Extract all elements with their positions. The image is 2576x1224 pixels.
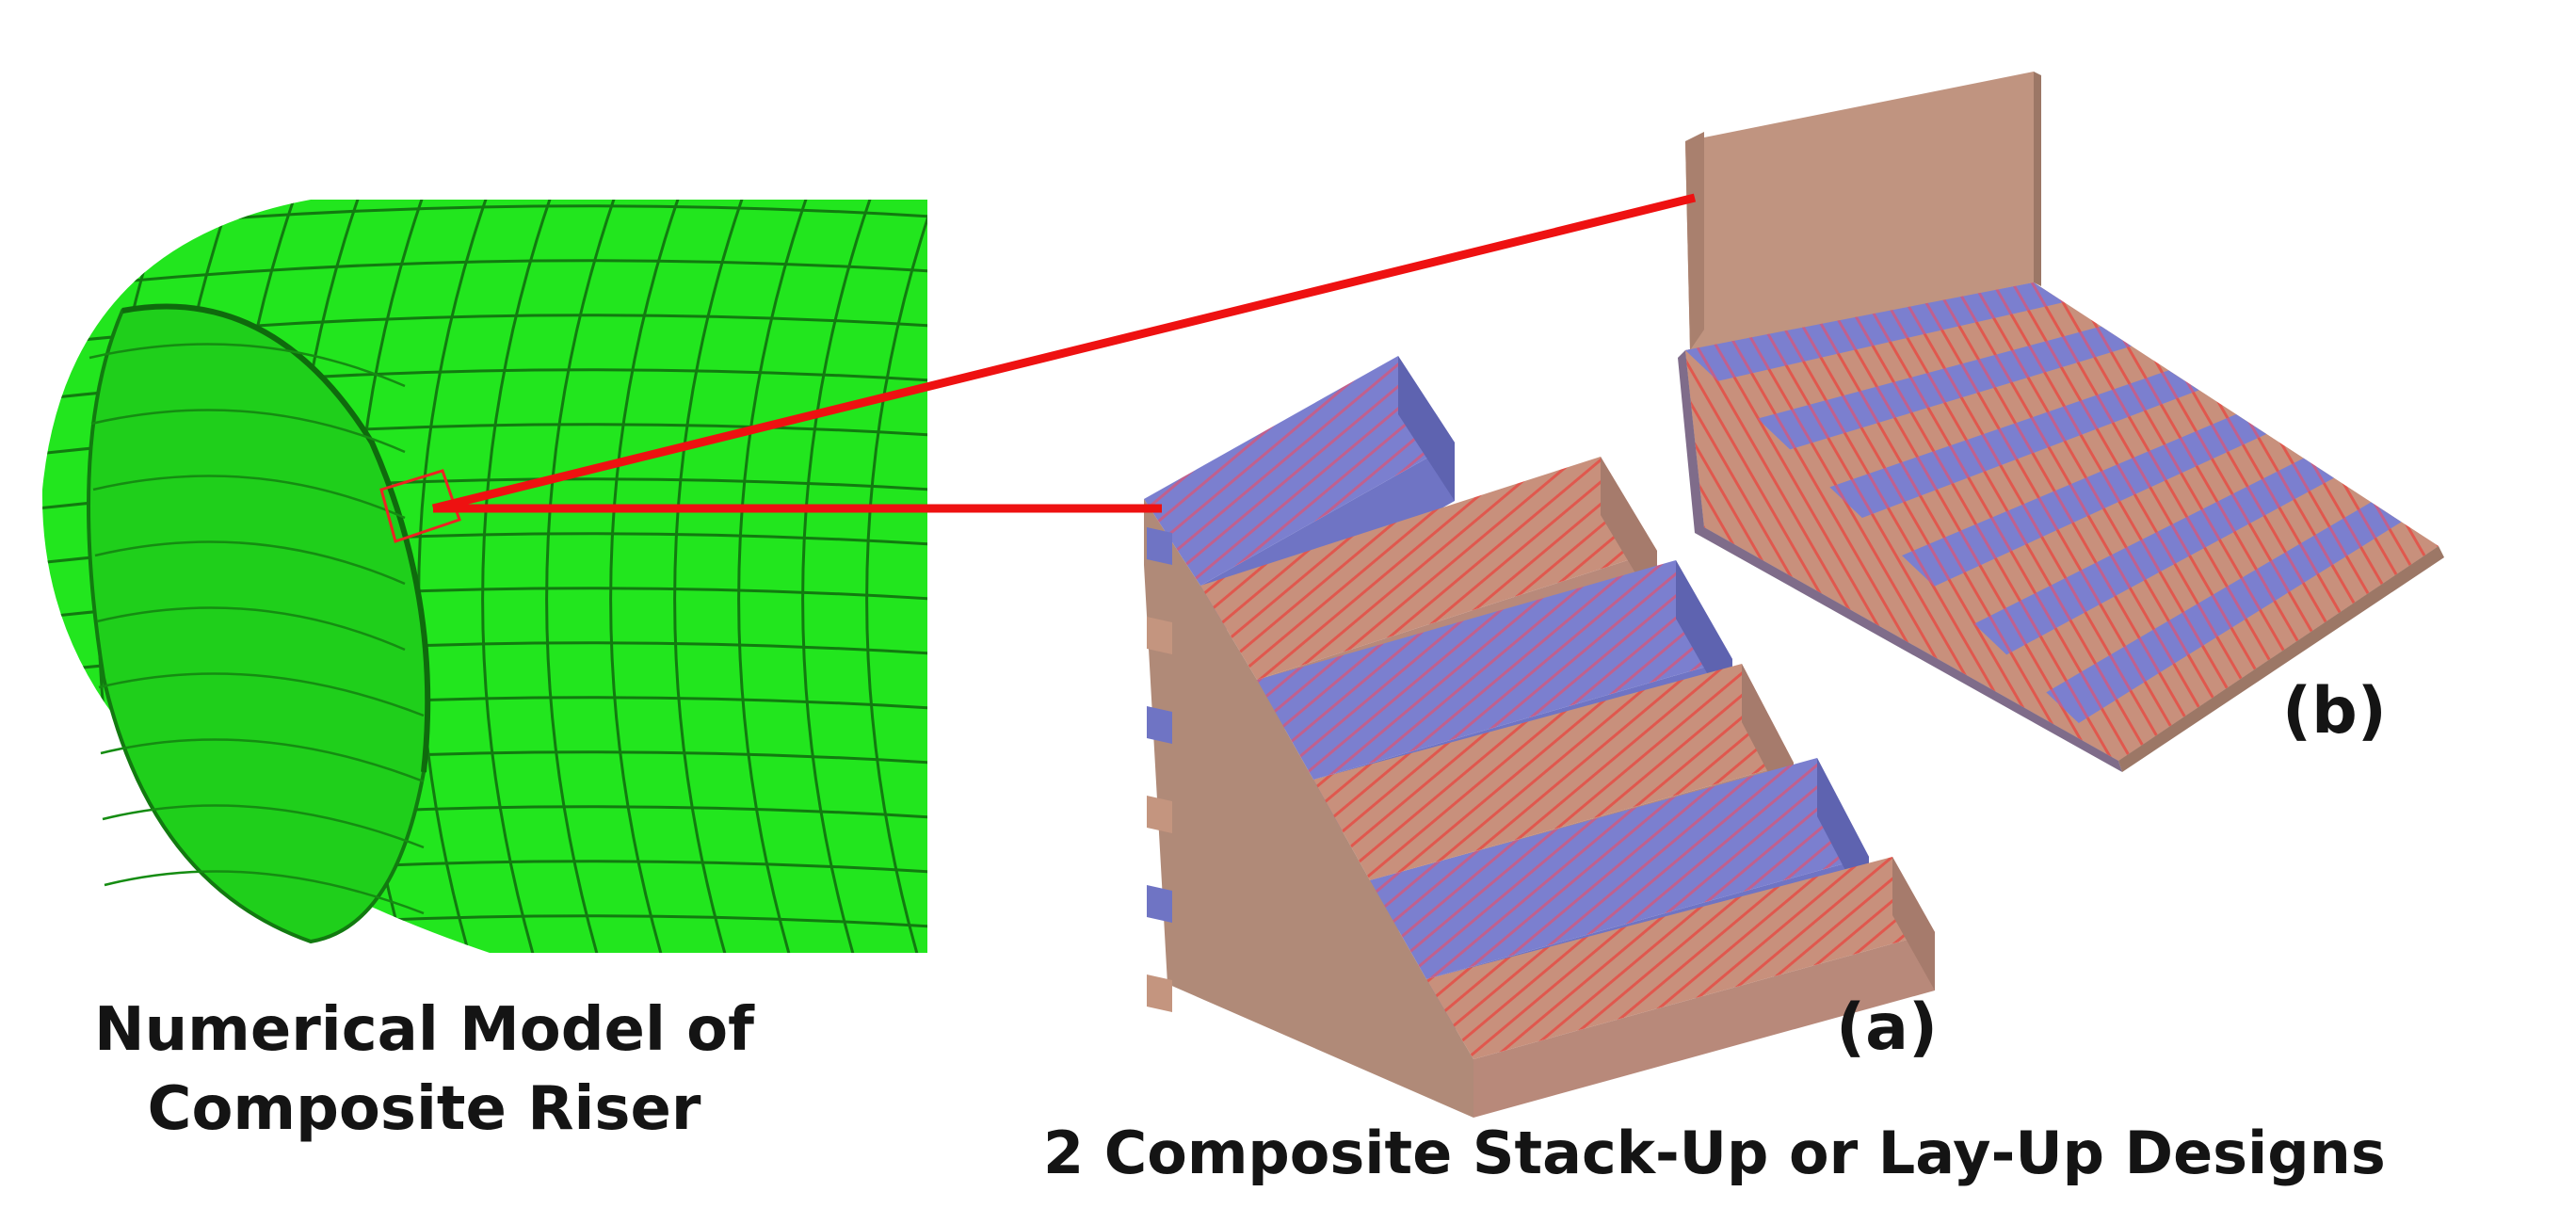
design-a-label: (a) xyxy=(1836,990,1939,1065)
layup-design-b xyxy=(1678,72,2444,772)
design-b-label: (b) xyxy=(2282,674,2387,749)
riser-model xyxy=(41,200,927,953)
riser-caption-line1: Numerical Model of xyxy=(94,995,754,1065)
layup-design-a xyxy=(1144,356,1935,1118)
selected-element-marker xyxy=(379,469,461,543)
connector-lines xyxy=(431,193,1697,513)
connector-to-design-b xyxy=(431,193,1697,513)
riser-caption: Numerical Model of Composite Riser xyxy=(94,990,754,1149)
designs-caption: 2 Composite Stack-Up or Lay-Up Designs xyxy=(1043,1119,2386,1187)
design-b-ramp xyxy=(1678,282,2444,772)
design-b-back-wall xyxy=(1685,72,2034,350)
riser-caption-line2: Composite Riser xyxy=(147,1074,701,1144)
